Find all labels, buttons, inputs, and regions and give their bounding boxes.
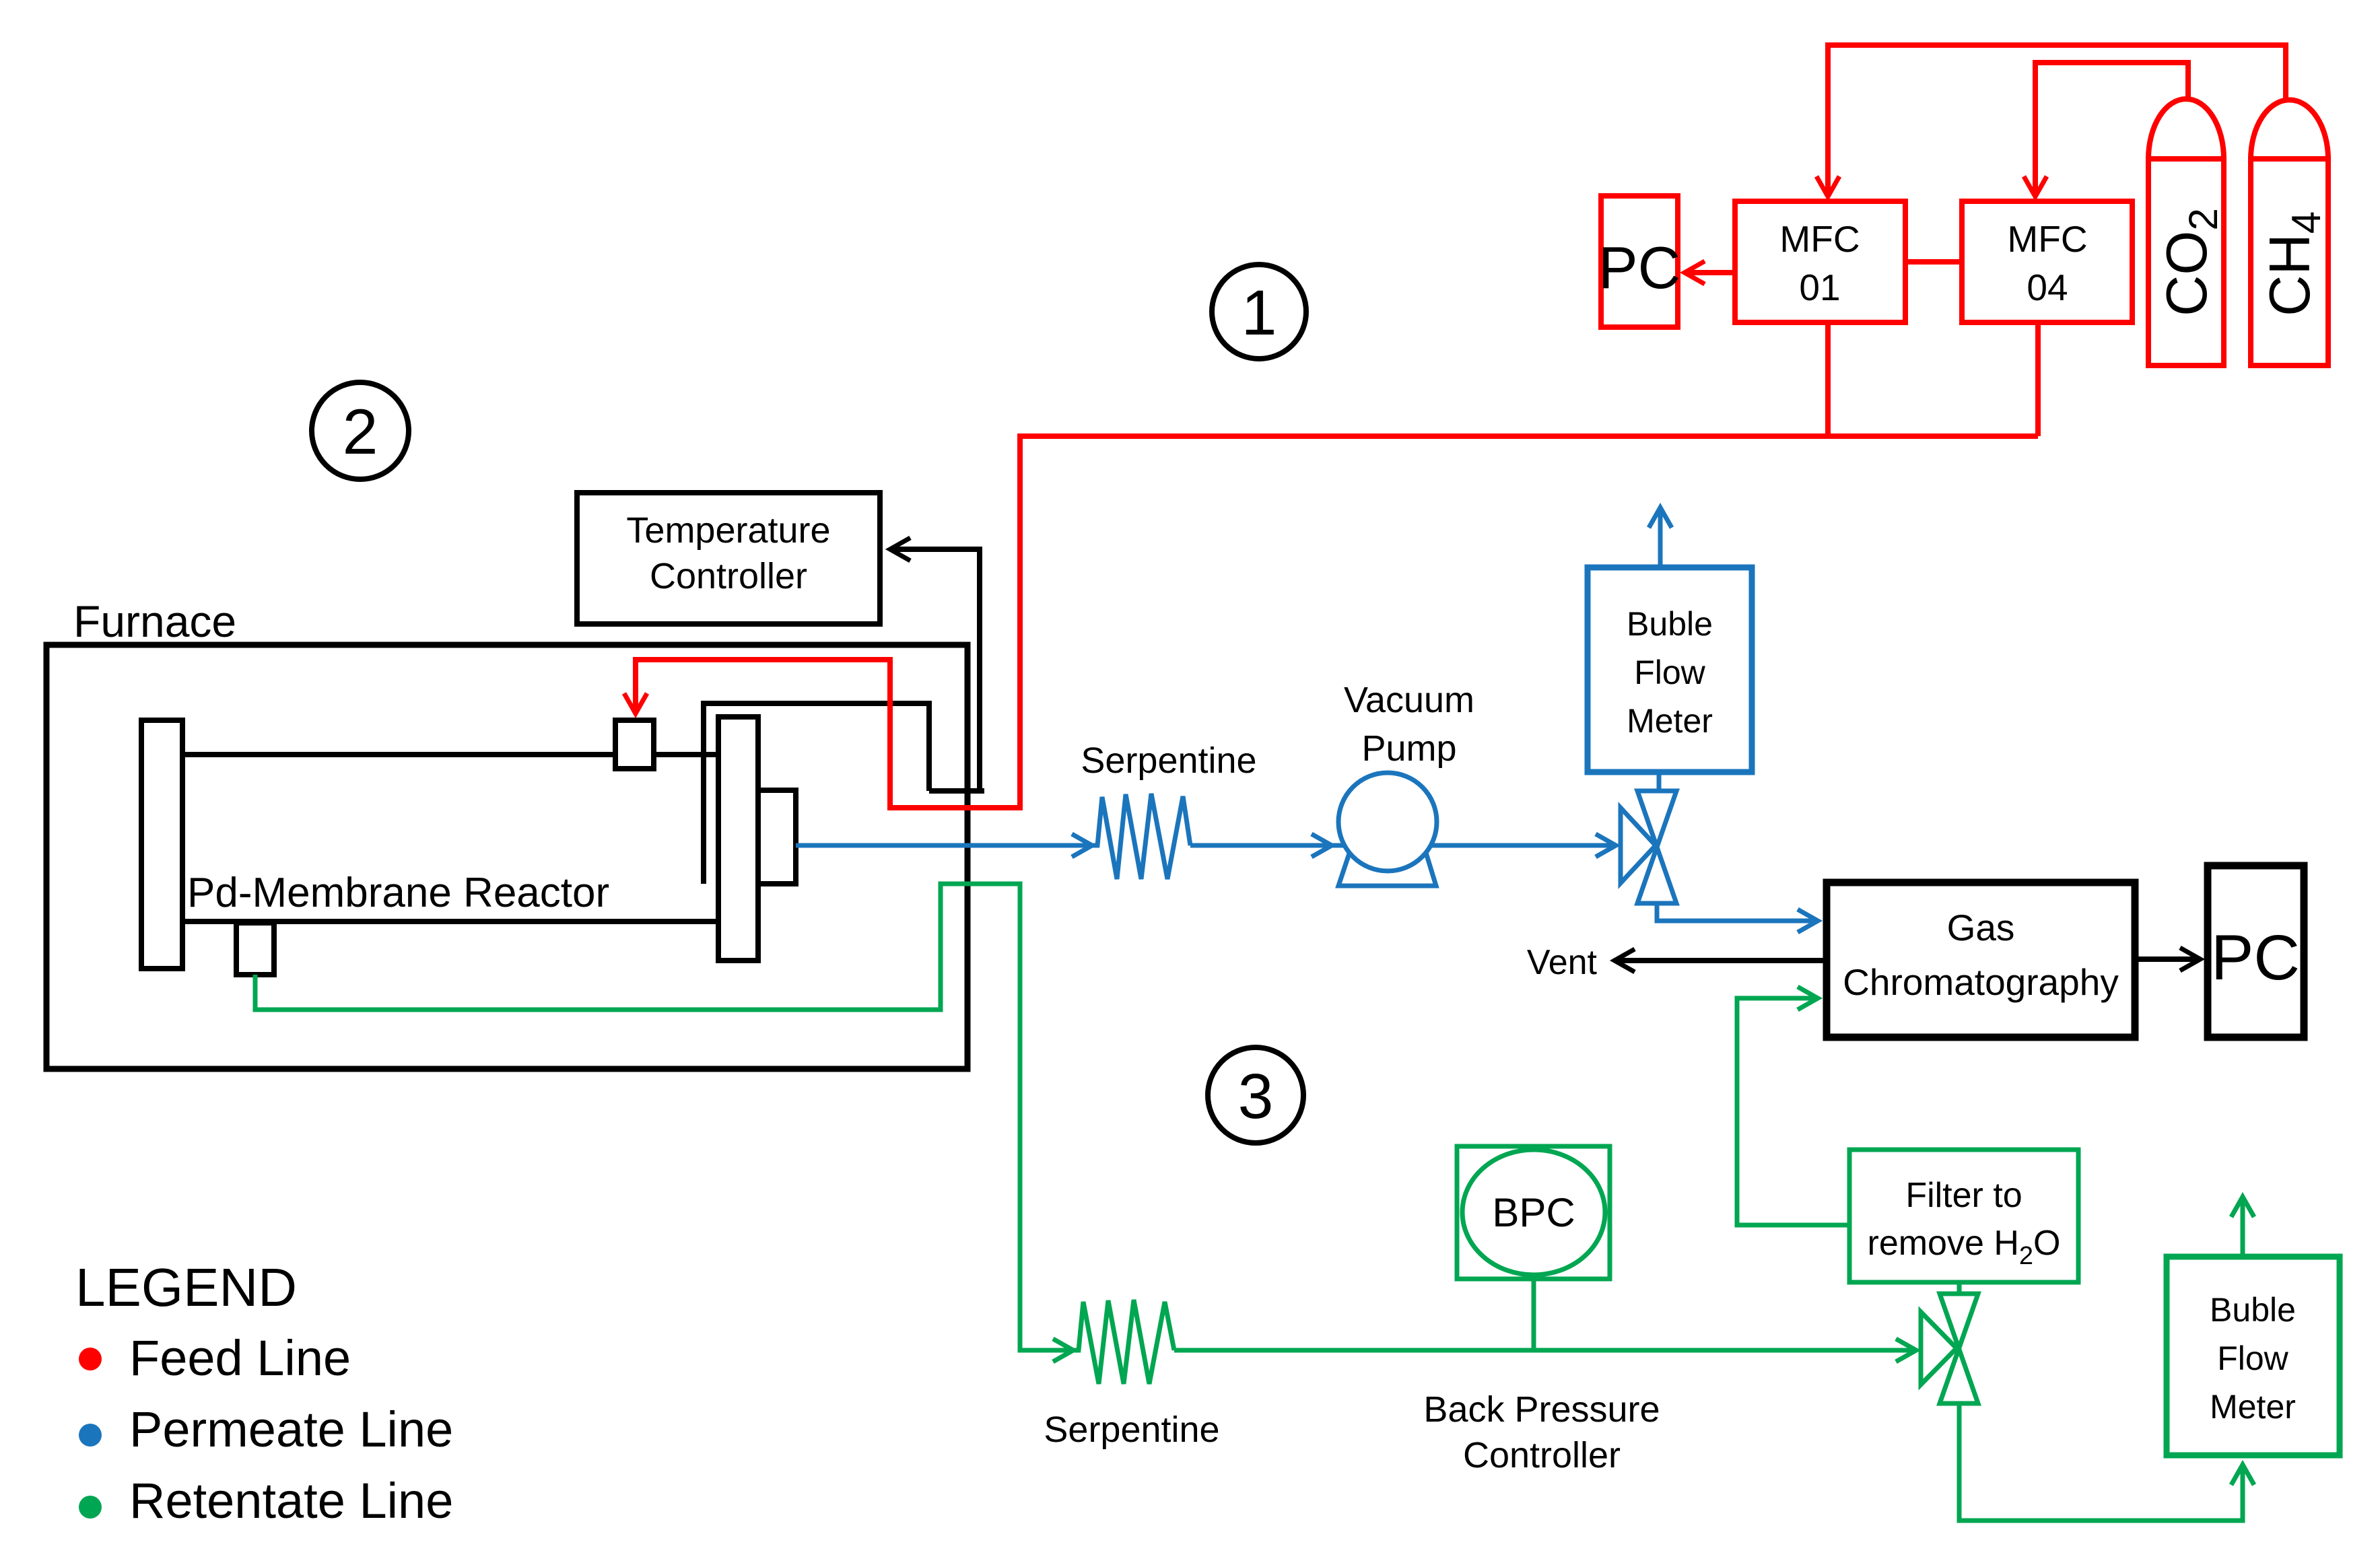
serpentine-label-top: Serpentine (1081, 740, 1256, 781)
pc-box-black (2204, 862, 2308, 1041)
ch4-cylinder-label: CH4 (2258, 211, 2329, 316)
reactor-retentate-port (234, 920, 277, 977)
bfm-blue-label-3: Meter (1627, 702, 1713, 740)
ch4-cylinder-dome (2248, 97, 2331, 160)
marker-circle-1 (1209, 262, 1309, 361)
bfm-green-label-1: Buble (2210, 1291, 2296, 1329)
filter-h2o-sub: 2 (2019, 1242, 2033, 1270)
filter-label-1: Filter to (1905, 1176, 2022, 1215)
permeate-serpentine-coil (1092, 793, 1193, 880)
furnace-label: Furnace (73, 596, 236, 646)
temperature-controller-label-2: Controller (650, 556, 807, 596)
mfc01-label-1: MFC (1779, 218, 1860, 260)
vent-label: Vent (1527, 943, 1598, 982)
bpc-label: BPC (1492, 1190, 1575, 1235)
legend: LEGEND Feed Line Permeate Line Retentate… (75, 1257, 453, 1529)
bfm-green-label-2: Flow (2217, 1339, 2288, 1377)
permeate-valve-inlet-triangle (1618, 802, 1659, 889)
ch4-base: CH (2258, 234, 2322, 316)
serpentine-label-bottom: Serpentine (1044, 1409, 1219, 1450)
retentate-valve-hourglass (1936, 1291, 1981, 1406)
marker-number-1: 1 (1242, 277, 1277, 349)
gc-label-2: Chromatography (1843, 961, 2119, 1003)
temperature-controller-box (574, 490, 883, 627)
reactor-right-flange (716, 714, 761, 963)
reactor-left-flange (139, 718, 185, 971)
ch4-cylinder-body (2248, 156, 2331, 368)
temperature-controller-label-1: Temperature (626, 510, 830, 551)
valve-to-bfm-green-line (1957, 1403, 2257, 1523)
legend-title: LEGEND (75, 1257, 297, 1317)
co2-base: CO (2155, 231, 2219, 317)
permeate-valve-hourglass (1634, 788, 1680, 906)
black-equipment-group (43, 262, 2308, 1146)
furnace-box (43, 641, 971, 1072)
ch4-sub: 4 (2284, 211, 2329, 234)
bpc-box (1454, 1144, 1612, 1282)
legend-dot-retentate (79, 1496, 102, 1519)
back-pressure-controller-label-1: Back Pressure (1423, 1389, 1660, 1430)
filter-h2o-end: O (2033, 1224, 2060, 1263)
reactor-feed-port (613, 718, 656, 771)
legend-item-permeate: Permeate Line (129, 1401, 453, 1457)
retentate-line-from-reactor (252, 881, 1079, 1364)
co2-cylinder-label: CO2 (2155, 208, 2226, 316)
vacuum-pump-base (1335, 851, 1439, 889)
co2-cylinder-body (2146, 156, 2226, 368)
back-pressure-controller-label-2: Controller (1463, 1435, 1621, 1475)
co2-sub: 2 (2181, 208, 2226, 230)
marker-circle-3 (1205, 1045, 1306, 1146)
mfc04-box (1959, 199, 2135, 325)
bfm-green-label-3: Meter (2210, 1388, 2296, 1426)
reactor-label: Pd-Membrane Reactor (187, 870, 609, 916)
gas-chromatography-box (1823, 878, 2139, 1041)
labels-group: Furnace Temperature Controller Pd-Membra… (73, 208, 2329, 1475)
bubble-flow-meter-box-blue (1584, 564, 1755, 775)
filter-to-gc-line (1734, 984, 1849, 1228)
reactor-outer-tube (701, 701, 932, 884)
ch4-to-mfc01-line (1814, 42, 2288, 202)
feed-line-to-reactor (621, 433, 2038, 810)
legend-item-feed: Feed Line (129, 1330, 351, 1386)
vacuum-pump-label-2: Pump (1361, 728, 1456, 769)
bpc-circle (1460, 1147, 1608, 1278)
retentate-serpentine-coil (1073, 1299, 1177, 1385)
filter-label-2: remove H2O (1868, 1224, 2061, 1270)
pc-red-label: PC (1598, 234, 1680, 301)
marker-number-3: 3 (1238, 1061, 1274, 1132)
mfc04-label-2: 04 (2027, 267, 2068, 308)
mfc01-box (1732, 199, 1908, 325)
co2-to-mfc04-line (2021, 60, 2191, 202)
filter-h2o-base: remove H (1868, 1224, 2019, 1263)
retentate-line-group (252, 881, 2343, 1523)
feed-line-group (621, 42, 2331, 810)
bubble-flow-meter-box-green (2163, 1253, 2343, 1459)
retentate-valve-inlet-triangle (1918, 1306, 1960, 1391)
reactor-permeate-nozzle (755, 788, 798, 886)
mfc01-label-2: 01 (1799, 267, 1840, 308)
mfc04-label-1: MFC (2007, 218, 2087, 260)
vacuum-pump-label-1: Vacuum (1344, 680, 1474, 720)
bfm-blue-label-2: Flow (1634, 654, 1705, 691)
permeate-to-gc-line (1654, 903, 1823, 935)
filter-box (1847, 1147, 2081, 1285)
pc-box-red (1598, 193, 1680, 330)
gc-label-1: Gas (1947, 907, 2015, 948)
vacuum-pump-symbol (1336, 770, 1439, 874)
bfm-blue-label-1: Buble (1627, 605, 1713, 643)
legend-dot-permeate (79, 1424, 102, 1447)
pc-black-label: PC (2211, 922, 2300, 994)
legend-item-retentate: Retentate Line (129, 1473, 453, 1529)
permeate-line-group (796, 502, 1823, 935)
marker-number-2: 2 (343, 396, 378, 468)
marker-circle-2 (309, 380, 411, 482)
legend-dot-feed (79, 1348, 102, 1370)
co2-cylinder-dome (2146, 96, 2226, 160)
